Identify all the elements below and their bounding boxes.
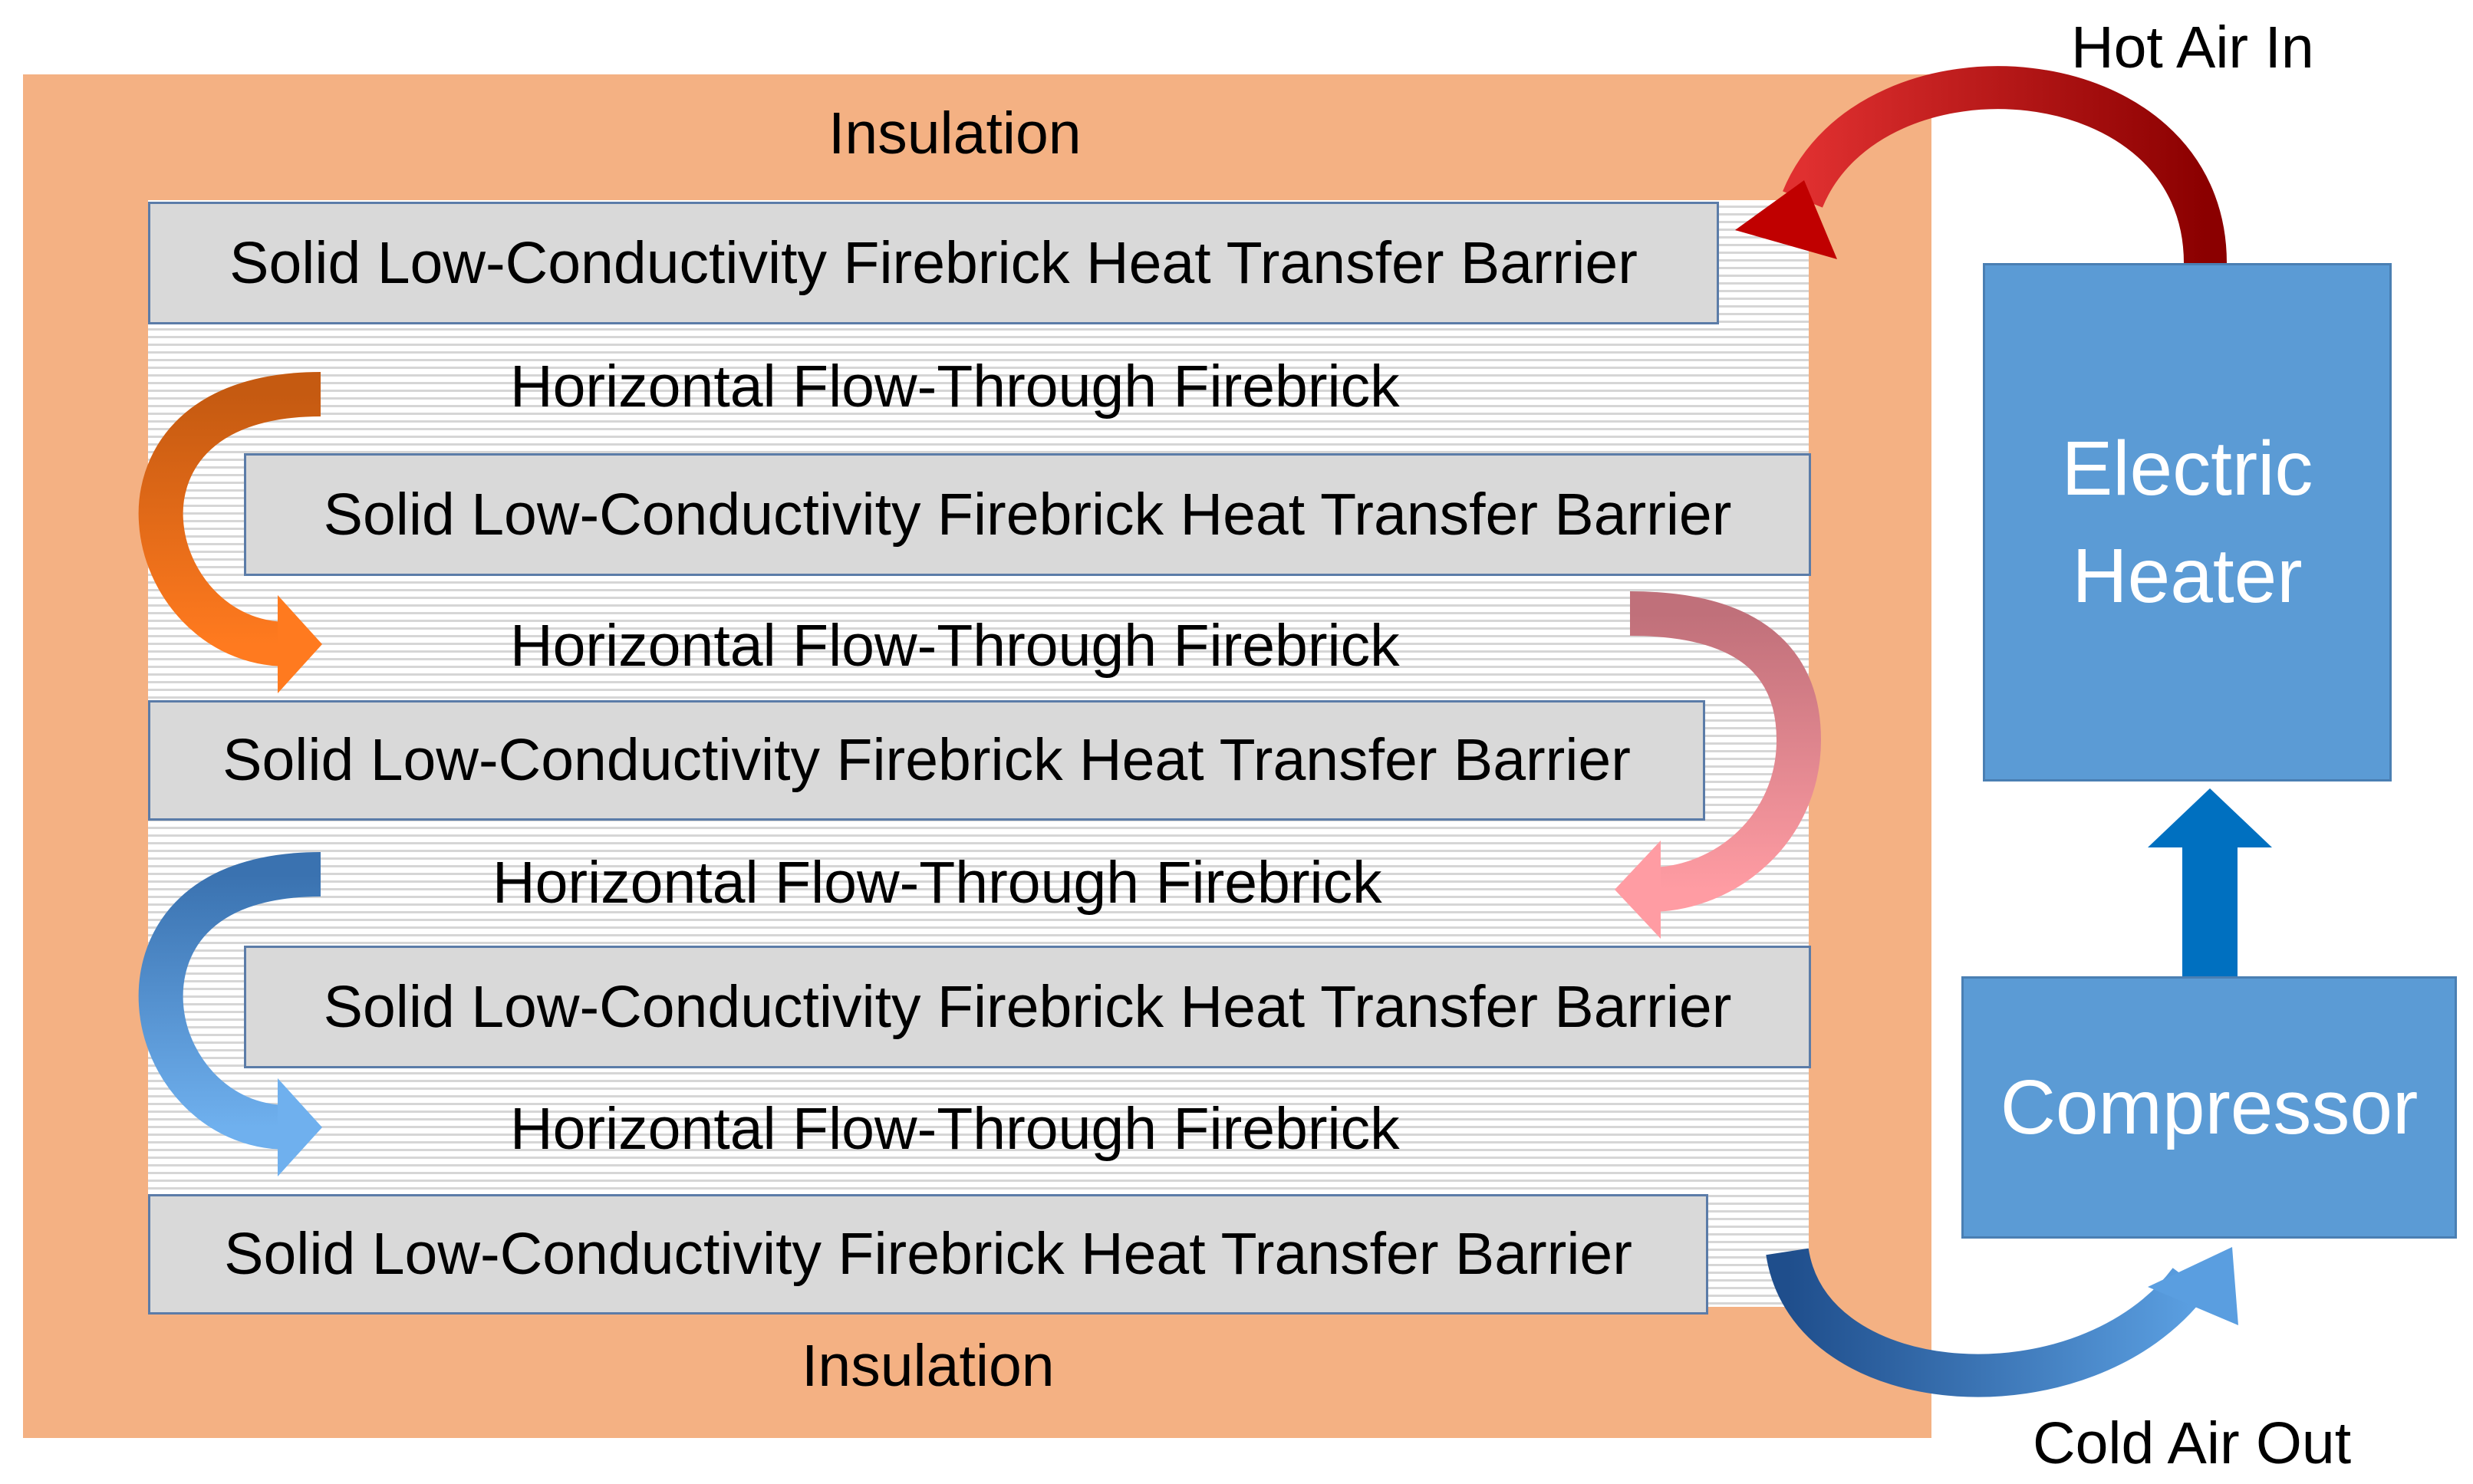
heat-transfer-barrier-1: Solid Low-Conductivity Firebrick Heat Tr… [148,202,1719,324]
cold-air-out-arrow-icon [1766,1247,2238,1397]
hot-air-in-arrow-icon [1735,66,2227,264]
heat-transfer-barrier-4: Solid Low-Conductivity Firebrick Heat Tr… [244,946,1811,1068]
compressor-label: Compressor [2000,1064,2419,1150]
cold-air-out-label: Cold Air Out [2033,1410,2352,1476]
heat-transfer-barrier-2: Solid Low-Conductivity Firebrick Heat Tr… [244,453,1811,576]
insulation-top-label: Insulation [828,100,1082,166]
flow-through-label-1: Horizontal Flow-Through Firebrick [510,354,1400,420]
flow-through-label-3: Horizontal Flow-Through Firebrick [492,850,1382,916]
electric-heater-label-line2: Heater [2072,533,2303,619]
electric-heater-label-line1: Electric [2061,426,2313,512]
insulation-bottom-label: Insulation [802,1333,1055,1399]
pink-flow-arrow-icon [1615,591,1822,939]
orange-flow-arrow-icon [138,372,322,693]
heat-transfer-barrier-5: Solid Low-Conductivity Firebrick Heat Tr… [148,1194,1708,1315]
compressor-box: Compressor [1961,976,2457,1239]
flow-through-label-2: Horizontal Flow-Through Firebrick [510,613,1400,679]
electric-heater-box: Electric Heater [1983,263,2392,781]
hot-air-in-label: Hot Air In [2071,15,2314,81]
blue-flow-arrow-icon [138,852,322,1176]
arrow-up-icon [2148,788,2272,976]
heat-transfer-barrier-3: Solid Low-Conductivity Firebrick Heat Tr… [148,700,1705,821]
flow-through-label-4: Horizontal Flow-Through Firebrick [510,1096,1400,1162]
